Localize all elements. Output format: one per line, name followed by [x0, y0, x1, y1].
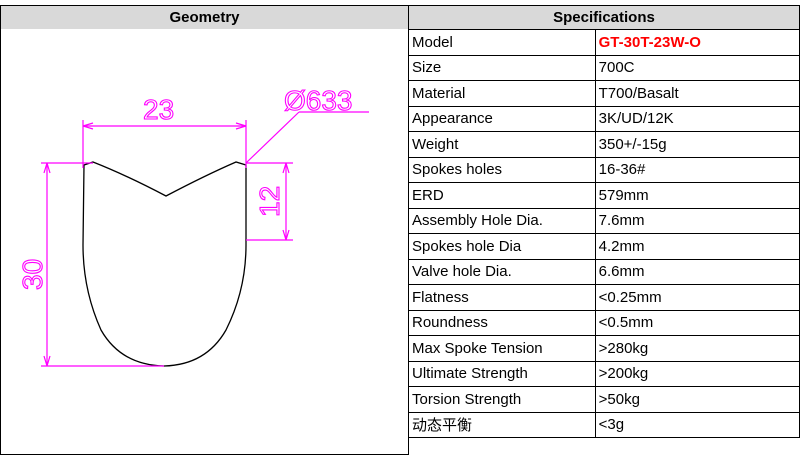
spec-key: Appearance — [408, 105, 596, 132]
depth-arrow-bottom — [282, 229, 290, 241]
spec-value: T700/Basalt — [594, 80, 800, 107]
spec-row: Max Spoke Tension>280kg — [408, 335, 800, 362]
spec-key: ERD — [408, 182, 596, 209]
spec-value: 350+/-15g — [594, 131, 800, 158]
width-label: 23 — [143, 94, 174, 125]
spec-value: <3g — [594, 411, 800, 438]
specifications-header: Specifications — [408, 5, 800, 30]
spec-row: Flatness<0.25mm — [408, 284, 800, 311]
spec-key: Roundness — [408, 309, 596, 336]
spec-value: 16-36# — [594, 156, 800, 183]
geometry-drawing-cell: 23 Ø633 12 30 — [0, 29, 409, 455]
rim-profile-drawing: 23 Ø633 12 30 — [16, 84, 369, 367]
spec-value: 6.6mm — [594, 258, 800, 285]
spec-value: 4.2mm — [594, 233, 800, 260]
spec-key: Assembly Hole Dia. — [408, 207, 596, 234]
diameter-label: Ø633 — [284, 85, 353, 116]
spec-value: >280kg — [594, 335, 800, 362]
spec-value: >200kg — [594, 360, 800, 387]
diameter-leader — [245, 111, 300, 164]
width-arrow-right — [235, 122, 247, 130]
spec-key: Material — [408, 80, 596, 107]
spec-value: 579mm — [594, 182, 800, 209]
spec-key: 动态平衡 — [408, 411, 596, 438]
spec-key: Ultimate Strength — [408, 360, 596, 387]
spec-row: Torsion Strength>50kg — [408, 386, 800, 413]
spec-key: Model — [408, 29, 596, 56]
width-arrow-left — [82, 122, 94, 130]
spec-key: Torsion Strength — [408, 386, 596, 413]
spec-row: Valve hole Dia.6.6mm — [408, 258, 800, 285]
spec-row: Assembly Hole Dia.7.6mm — [408, 207, 800, 234]
spec-value: GT-30T-23W-O — [594, 29, 800, 56]
depth-label: 12 — [254, 186, 285, 217]
height-arrow-bottom — [43, 355, 51, 367]
spec-value: >50kg — [594, 386, 800, 413]
spec-key: Size — [408, 54, 596, 81]
spec-key: Flatness — [408, 284, 596, 311]
spec-value: 7.6mm — [594, 207, 800, 234]
spec-row: Ultimate Strength>200kg — [408, 360, 800, 387]
height-arrow-top — [43, 162, 51, 174]
spec-row: 动态平衡<3g — [408, 411, 800, 438]
spec-value: 3K/UD/12K — [594, 105, 800, 132]
spec-value: <0.5mm — [594, 309, 800, 336]
spec-value: 700C — [594, 54, 800, 81]
spec-key: Spokes hole Dia — [408, 233, 596, 260]
geometry-header: Geometry — [0, 5, 409, 30]
spec-key: Max Spoke Tension — [408, 335, 596, 362]
depth-arrow-top — [282, 162, 290, 174]
spec-key: Weight — [408, 131, 596, 158]
height-label: 30 — [17, 259, 48, 290]
spec-value: <0.25mm — [594, 284, 800, 311]
spec-key: Spokes holes — [408, 156, 596, 183]
spec-key: Valve hole Dia. — [408, 258, 596, 285]
spec-row: Roundness<0.5mm — [408, 309, 800, 336]
rim-profile-outline — [82, 161, 247, 367]
